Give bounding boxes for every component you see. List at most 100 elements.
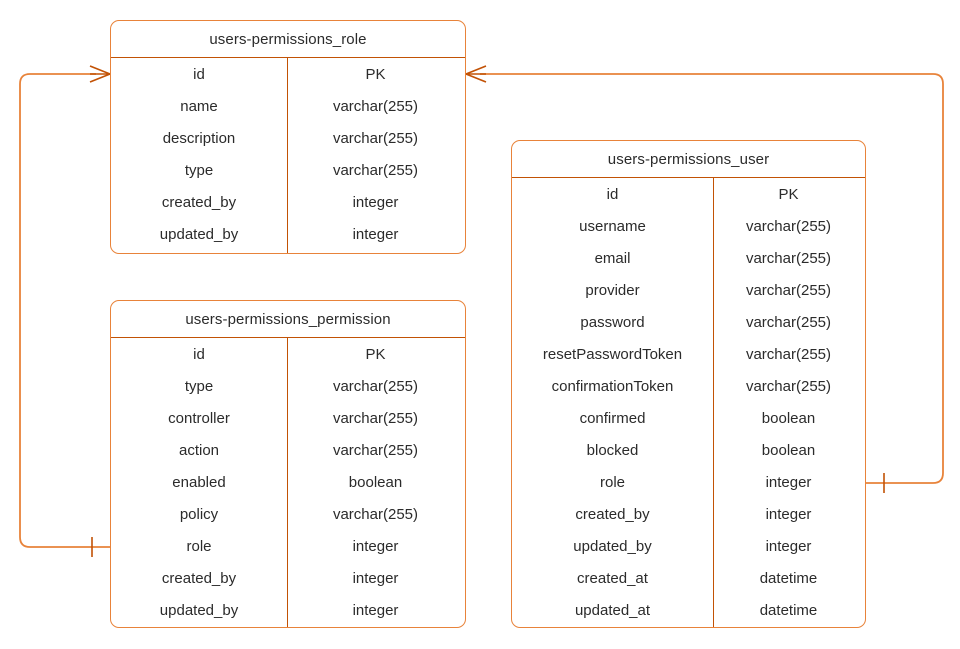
field-type: boolean	[348, 473, 403, 491]
field-type: integer	[352, 601, 399, 619]
field-type: integer	[352, 537, 399, 555]
field-type: varchar(255)	[332, 161, 419, 179]
table-row[interactable]: controller varchar(255)	[111, 402, 465, 434]
table-row[interactable]: role integer	[111, 530, 465, 562]
field-name: updated_by	[159, 601, 239, 619]
field-name: created_by	[161, 569, 237, 587]
field-name: updated_by	[159, 225, 239, 243]
field-name: name	[180, 97, 218, 115]
field-name: controller	[168, 409, 230, 427]
table-row[interactable]: created_at datetime	[512, 562, 865, 594]
field-type: varchar(255)	[745, 249, 832, 267]
field-name: updated_by	[573, 537, 652, 555]
field-name: username	[579, 217, 646, 235]
table-row[interactable]: updated_by integer	[111, 218, 465, 250]
field-type: varchar(255)	[332, 97, 419, 115]
field-type: varchar(255)	[745, 281, 832, 299]
field-type: boolean	[761, 409, 816, 427]
field-type: datetime	[759, 569, 818, 587]
table-row[interactable]: policy varchar(255)	[111, 498, 465, 530]
field-name: id	[193, 65, 205, 83]
entity-title: users-permissions_user	[512, 141, 865, 178]
field-type: integer	[352, 193, 399, 211]
relationship-role-to-permission[interactable]	[19, 65, 111, 557]
column-divider	[287, 338, 288, 627]
field-name: type	[184, 161, 214, 179]
table-row[interactable]: created_by integer	[111, 186, 465, 218]
table-row[interactable]: updated_by integer	[512, 530, 865, 562]
table-row[interactable]: updated_at datetime	[512, 594, 865, 626]
table-row[interactable]: name varchar(255)	[111, 90, 465, 122]
table-row[interactable]: action varchar(255)	[111, 434, 465, 466]
field-type: boolean	[761, 441, 816, 459]
field-type: integer	[352, 569, 399, 587]
field-name: resetPasswordToken	[542, 345, 683, 363]
field-name: enabled	[172, 473, 226, 491]
table-row[interactable]: email varchar(255)	[512, 242, 865, 274]
field-type: varchar(255)	[745, 313, 832, 331]
entity-rows: id PK type varchar(255) controller varch…	[111, 338, 465, 627]
field-name: email	[594, 249, 631, 267]
table-row[interactable]: provider varchar(255)	[512, 274, 865, 306]
table-row[interactable]: id PK	[111, 58, 465, 90]
field-name: confirmationToken	[551, 377, 674, 395]
field-type: PK	[778, 185, 799, 203]
field-name: updated_at	[574, 601, 651, 619]
table-row[interactable]: confirmationToken varchar(255)	[512, 370, 865, 402]
field-name: action	[178, 441, 220, 459]
table-row[interactable]: created_by integer	[111, 562, 465, 594]
entity-users-permissions_role[interactable]: users-permissions_role id PK name varcha…	[110, 20, 466, 254]
table-row[interactable]: blocked boolean	[512, 434, 865, 466]
table-row[interactable]: id PK	[111, 338, 465, 370]
field-name: type	[184, 377, 214, 395]
entity-users-permissions_permission[interactable]: users-permissions_permission id PK type …	[110, 300, 466, 628]
column-divider	[287, 58, 288, 253]
entity-title: users-permissions_role	[111, 21, 465, 58]
field-name: provider	[585, 281, 640, 299]
table-row[interactable]: password varchar(255)	[512, 306, 865, 338]
field-name: created_by	[575, 505, 650, 523]
field-name: blocked	[586, 441, 639, 459]
field-type: varchar(255)	[332, 377, 419, 395]
field-name: role	[186, 537, 212, 555]
field-type: varchar(255)	[332, 441, 419, 459]
entity-users-permissions_user[interactable]: users-permissions_user id PK username va…	[511, 140, 866, 628]
table-row[interactable]: description varchar(255)	[111, 122, 465, 154]
entity-rows: id PK name varchar(255) description varc…	[111, 58, 465, 253]
field-name: password	[580, 313, 645, 331]
field-type: varchar(255)	[745, 345, 832, 363]
field-type: integer	[765, 505, 812, 523]
field-type: PK	[365, 345, 386, 363]
field-name: created_at	[577, 569, 648, 587]
table-row[interactable]: confirmed boolean	[512, 402, 865, 434]
table-row[interactable]: enabled boolean	[111, 466, 465, 498]
column-divider	[713, 178, 714, 627]
field-name: created_by	[161, 193, 237, 211]
field-type: integer	[765, 473, 812, 491]
table-row[interactable]: username varchar(255)	[512, 210, 865, 242]
field-name: description	[162, 129, 236, 147]
entity-title: users-permissions_permission	[111, 301, 465, 338]
field-name: confirmed	[579, 409, 646, 427]
field-type: PK	[365, 65, 386, 83]
table-row[interactable]: type varchar(255)	[111, 154, 465, 186]
field-type: varchar(255)	[745, 377, 832, 395]
field-type: integer	[765, 537, 812, 555]
table-row[interactable]: type varchar(255)	[111, 370, 465, 402]
field-type: integer	[352, 225, 399, 243]
field-name: id	[606, 185, 619, 203]
field-type: varchar(255)	[332, 129, 419, 147]
field-type: varchar(255)	[332, 409, 419, 427]
table-row[interactable]: role integer	[512, 466, 865, 498]
field-name: policy	[179, 505, 219, 523]
entity-rows: id PK username varchar(255) email varcha…	[512, 178, 865, 627]
field-type: varchar(255)	[332, 505, 419, 523]
table-row[interactable]: updated_by integer	[111, 594, 465, 626]
field-name: id	[193, 345, 205, 363]
field-name: role	[599, 473, 625, 491]
table-row[interactable]: id PK	[512, 178, 865, 210]
table-row[interactable]: created_by integer	[512, 498, 865, 530]
field-type: varchar(255)	[745, 217, 832, 235]
table-row[interactable]: resetPasswordToken varchar(255)	[512, 338, 865, 370]
